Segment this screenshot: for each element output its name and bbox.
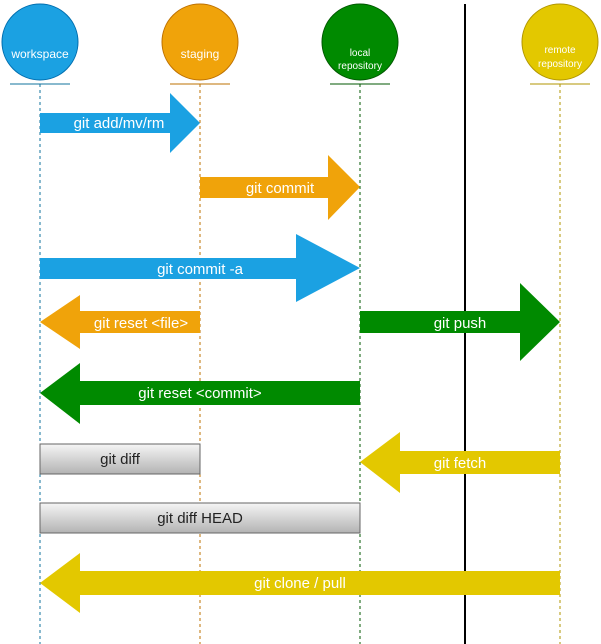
git-add-arrow: git add/mv/rm: [40, 93, 200, 153]
git-diff-head-label: git diff HEAD: [157, 510, 243, 527]
workspace-node: workspace: [1, 3, 79, 85]
remote-repository-label-line1: remote: [544, 45, 576, 56]
git-reset-commit-label: git reset <commit>: [138, 385, 262, 402]
git-commit-arrow: git commit: [200, 155, 360, 220]
git-commit-a-label: git commit -a: [157, 261, 244, 278]
git-push-arrow: git push: [360, 283, 560, 361]
git-reset-file-label: git reset <file>: [94, 315, 188, 332]
git-diff-head-box: git diff HEAD: [39, 502, 361, 534]
workspace-label: workspace: [10, 47, 69, 61]
local-repository-label-line2: repository: [338, 61, 382, 72]
git-clone-pull-label: git clone / pull: [254, 575, 346, 592]
git-commit-label: git commit: [246, 180, 315, 197]
git-add-label: git add/mv/rm: [74, 115, 165, 132]
local-repository-label-line1: local: [350, 48, 371, 59]
remote-repository-label-line2: repository: [538, 59, 582, 70]
git-fetch-arrow: git fetch: [360, 432, 560, 493]
git-clone-pull-arrow: git clone / pull: [40, 553, 560, 613]
git-fetch-label: git fetch: [434, 455, 487, 472]
git-commit-a-arrow: git commit -a: [40, 234, 360, 302]
git-push-label: git push: [434, 315, 487, 332]
git-reset-file-arrow: git reset <file>: [40, 295, 200, 349]
remote-repository-node: remote repository: [521, 3, 599, 85]
staging-label: staging: [181, 47, 220, 61]
git-diff-label: git diff: [100, 451, 141, 468]
staging-node: staging: [161, 3, 239, 85]
local-repository-node: local repository: [321, 3, 399, 85]
git-diff-box: git diff: [39, 443, 201, 475]
git-reset-commit-arrow: git reset <commit>: [40, 363, 360, 424]
